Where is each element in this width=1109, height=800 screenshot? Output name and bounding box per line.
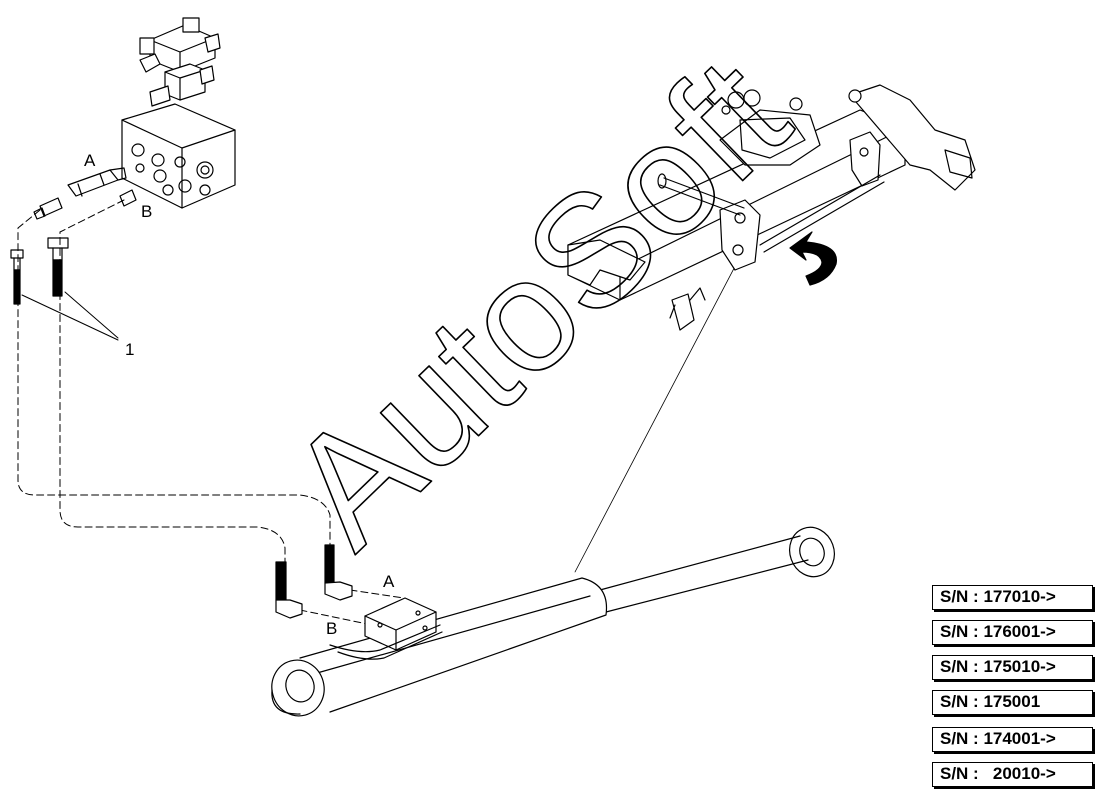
control-valve-assembly bbox=[33, 17, 236, 220]
port-b-label-top: B bbox=[141, 202, 153, 221]
dashed-hose-lines bbox=[17, 199, 405, 626]
bolt-left bbox=[10, 249, 24, 305]
svg-text:AutoSoft: AutoSoft bbox=[254, 24, 820, 579]
port-a-label-top: A bbox=[84, 151, 96, 170]
port-b-label-bottom: B bbox=[326, 619, 338, 638]
serial-number-box: S/N : 177010-> bbox=[932, 585, 1093, 610]
port-a-label-bottom: A bbox=[383, 572, 395, 591]
serial-number-box: S/N : 175010-> bbox=[932, 655, 1093, 680]
hydraulic-cylinder bbox=[271, 526, 835, 717]
axle-frame-assembly bbox=[567, 84, 976, 331]
bolt-right bbox=[47, 237, 69, 297]
item-1-label: 1 bbox=[125, 340, 135, 359]
item-1-leaders bbox=[21, 291, 119, 341]
serial-number-box: S/N : 175001 bbox=[932, 690, 1093, 715]
autosoft-watermark: AutoSoft bbox=[253, 24, 820, 581]
serial-number-box: S/N : 176001-> bbox=[932, 620, 1093, 645]
rotation-arrow-icon bbox=[789, 231, 838, 286]
serial-number-box: S/N : 20010-> bbox=[932, 762, 1093, 787]
serial-number-box: S/N : 174001-> bbox=[932, 727, 1093, 752]
cylinder-hose-fittings bbox=[275, 544, 353, 619]
